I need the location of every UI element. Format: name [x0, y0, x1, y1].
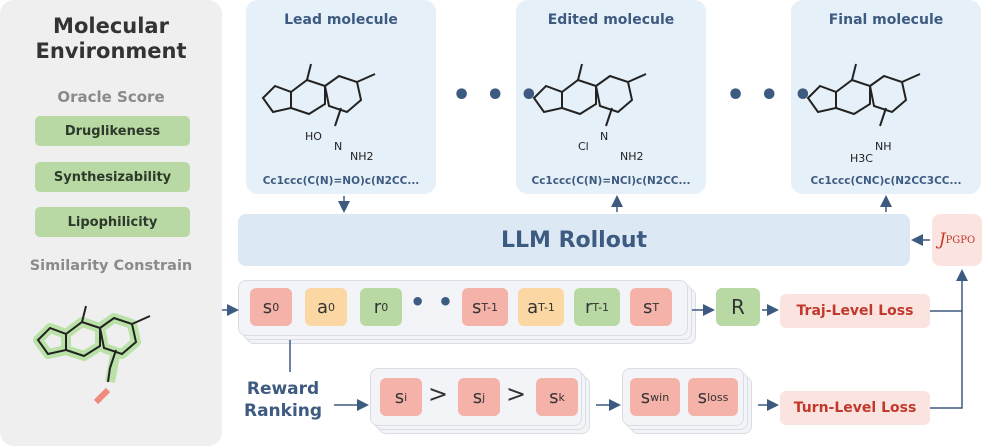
objective-symbol: J	[938, 230, 946, 250]
oracle-druglikeness: Druglikeness	[35, 116, 190, 146]
lead-molecule-structure	[262, 63, 376, 127]
edited-molecule-structure	[533, 63, 647, 127]
final-sub-label: H3C	[850, 152, 873, 165]
lead-molecule-box	[246, 0, 436, 194]
traj-level-loss: Traj-Level Loss	[780, 294, 930, 328]
greater-than-1: >	[428, 380, 449, 408]
greater-than-2: >	[506, 380, 527, 408]
final-molecule-structure	[807, 63, 921, 127]
turn-level-loss: Turn-Level Loss	[780, 391, 930, 425]
final-molecule-title: Final molecule	[828, 12, 944, 28]
similarity-title: Similarity Constrain	[29, 258, 193, 274]
lead-sub-n: N	[334, 140, 343, 153]
final-molecule-box	[791, 0, 981, 194]
llm-rollout-box: LLM Rollout	[238, 214, 910, 266]
ellipsis-1: • • •	[452, 78, 541, 113]
oracle-synthesizability: Synthesizability	[35, 162, 190, 192]
edited-molecule-title: Edited molecule	[547, 12, 675, 28]
oracle-score-title: Oracle Score	[57, 88, 165, 106]
edited-molecule-smiles: Cc1ccc(C(N)=NCl)c(N2CC...	[531, 175, 691, 187]
lead-sub-label: HO	[305, 130, 322, 143]
ellipsis-2: • • •	[726, 78, 815, 113]
final-molecule-smiles: Cc1ccc(CNC)c(N2CC3CC...	[810, 175, 962, 187]
edited-sub-n: N	[600, 130, 609, 143]
final-sub-nh: NH	[875, 140, 892, 153]
edited-molecule-box	[516, 0, 706, 194]
edited-sub-label: Cl	[578, 140, 589, 153]
lead-sub-nh2: NH2	[350, 150, 374, 163]
reward-ranking-label: Reward Ranking	[244, 379, 323, 421]
lead-molecule-title: Lead molecule	[284, 12, 398, 28]
edited-sub-nh2: NH2	[620, 150, 644, 163]
lead-molecule-smiles: Cc1ccc(C(N)=NO)c(N2CC...	[262, 175, 420, 187]
oracle-lipophilicity: Lipophilicity	[35, 207, 190, 237]
environment-title: Molecular Environment	[35, 14, 187, 63]
objective-subscript: PGPO	[945, 234, 976, 246]
reward-box: R	[716, 288, 760, 326]
